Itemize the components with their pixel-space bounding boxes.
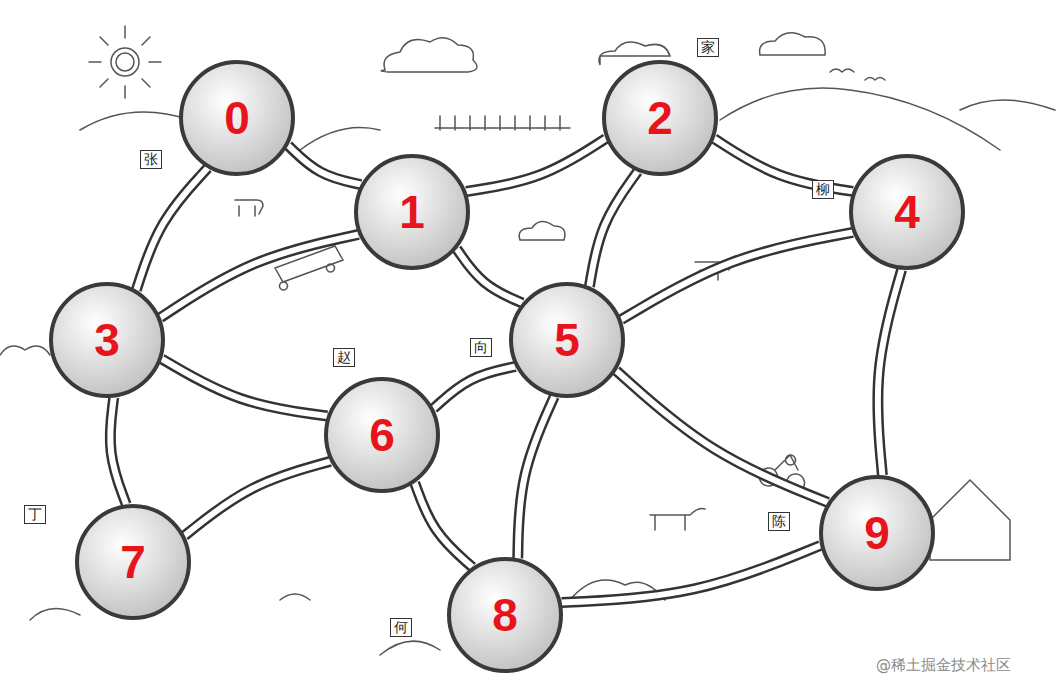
place-circle: 2: [600, 58, 720, 178]
node-number: 6: [322, 375, 442, 495]
sign-label: 柳: [812, 180, 834, 199]
road: [110, 398, 126, 505]
animal: [235, 200, 263, 216]
place-circle: 6: [322, 375, 442, 495]
watermark: @稀土掘金技术社区: [876, 656, 1011, 675]
road: [415, 483, 473, 567]
road: [562, 545, 821, 602]
road: [136, 168, 207, 290]
road: [589, 171, 637, 286]
road: [160, 234, 358, 317]
sign-label: 张: [140, 150, 162, 169]
place-circle: 1: [352, 152, 472, 272]
node-number: 5: [507, 280, 627, 400]
cloud: [760, 33, 826, 55]
sign-label: 赵: [333, 348, 355, 367]
place-circle: 3: [47, 280, 167, 400]
place-circle: 8: [445, 555, 565, 675]
road: [162, 359, 327, 416]
sign-label: 丁: [24, 505, 46, 524]
birds: [830, 69, 885, 80]
node-number: 0: [177, 58, 297, 178]
sun: [89, 26, 161, 98]
sign-label: 向: [470, 338, 492, 357]
road: [466, 139, 606, 192]
road: [457, 249, 523, 303]
cloud: [519, 221, 565, 240]
node-number: 1: [352, 152, 472, 272]
sign-label: 陈: [768, 512, 790, 531]
house: [930, 480, 1010, 560]
place-circle: 9: [817, 473, 937, 593]
place-circle: 4: [847, 152, 967, 272]
place-circle: 5: [507, 280, 627, 400]
fence: [435, 116, 570, 130]
place-circle: 7: [73, 502, 193, 622]
place-circle: 0: [177, 58, 297, 178]
node-number: 8: [445, 555, 565, 675]
road: [434, 366, 516, 408]
road: [616, 371, 828, 503]
node-number: 3: [47, 280, 167, 400]
node-number: 7: [73, 502, 193, 622]
road: [185, 461, 331, 535]
road: [518, 397, 554, 559]
node-number: 2: [600, 58, 720, 178]
sign-label: 何: [390, 618, 412, 637]
node-number: 4: [847, 152, 967, 272]
cloud: [381, 38, 477, 72]
sign-label: 家: [697, 38, 719, 57]
horse: [650, 509, 705, 530]
road: [621, 232, 852, 319]
node-number: 9: [817, 473, 937, 593]
road: [878, 270, 902, 476]
road: [288, 145, 361, 184]
